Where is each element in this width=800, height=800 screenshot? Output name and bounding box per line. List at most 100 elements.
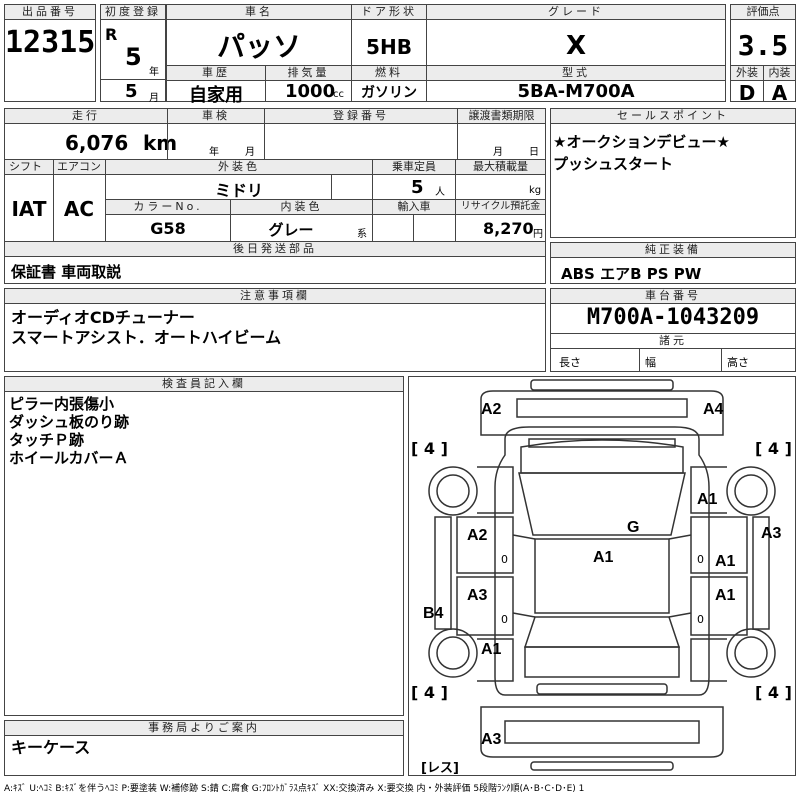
later-items: 保証書 車両取説: [11, 263, 122, 281]
mark-left-rear-door: A3: [467, 587, 488, 604]
mark-right-side: A3: [761, 525, 782, 542]
caution-label: 注意事項欄: [5, 289, 545, 304]
inspection-year-unit: 年: [209, 147, 219, 158]
door-zero-1: 0: [501, 553, 508, 566]
shift-label: シフト: [5, 160, 53, 175]
fuel: ガソリン: [361, 85, 417, 101]
reg-number-label: 登録番号: [265, 109, 457, 124]
recycle: 8,270: [483, 219, 534, 238]
sales-points-label: セールスポイント: [551, 109, 795, 124]
year-unit: 年: [149, 67, 159, 78]
later-items-label: 後日発送部品: [5, 242, 545, 257]
history: 自家用: [189, 85, 243, 106]
exterior-label: 外装: [731, 66, 763, 81]
sales-point-1: ★オークションデビュー★: [553, 133, 730, 151]
car-diagram: [428, 379, 776, 771]
equipment-label: 純正装備: [551, 243, 795, 258]
car-info-box: 車名 パッソ ドア形状 5HB グレード X 車歴 自家用 排気量 1000 c…: [166, 4, 726, 106]
office-note: キーケース: [11, 738, 91, 757]
office-box: 事務局よりご案内 キーケース: [4, 720, 404, 776]
transfer-day-unit: 日: [529, 147, 539, 158]
cc-unit: cc: [333, 89, 344, 100]
inspection-label: 車検: [168, 109, 264, 124]
import-label: 輸入車: [373, 200, 455, 215]
caution-line-1: オーディオCDチューナー: [11, 308, 195, 327]
mark-right-rear-door: A1: [715, 587, 736, 604]
km-unit: km: [143, 131, 178, 155]
color-no-label: カラーNo.: [106, 200, 230, 215]
transfer-month-unit: 月: [493, 147, 503, 158]
door: 5HB: [366, 35, 412, 59]
mark-right-front-door: A1: [715, 553, 736, 570]
legend: A:ｷｽﾞ U:ﾍｺﾐ B:ｷｽﾞを伴うﾍｺﾐ P:要塗装 W:補修跡 S:錆 …: [4, 784, 585, 794]
tire-rear-right: [ 4 ]: [755, 683, 792, 702]
lot-number: 12315: [5, 25, 96, 60]
fuel-label: 燃料: [352, 66, 426, 81]
lot-number-box: 出品番号 12315: [4, 4, 96, 102]
chassis-label: 車台番号: [551, 289, 795, 304]
inspector-label: 検査員記入欄: [5, 377, 403, 392]
mark-rear-bumper: A3: [481, 731, 502, 748]
capacity-unit: 人: [435, 187, 445, 198]
displacement-label: 排気量: [266, 66, 351, 81]
sales-point-2: プッシュスタート: [553, 155, 674, 173]
reg-month: 5: [125, 81, 138, 102]
model: 5BA-M700A: [517, 81, 635, 102]
door-zero-3: 0: [697, 553, 704, 566]
door-zero-2: 0: [501, 613, 508, 626]
door-label: ドア形状: [352, 5, 426, 20]
recycle-unit: 円: [533, 229, 543, 240]
interior-score: A: [771, 81, 788, 105]
mark-left-side: B4: [423, 605, 444, 622]
caution-line-2: スマートアシスト．オートハイビーム: [11, 328, 282, 347]
length-label: 長さ: [559, 356, 581, 369]
car-name-label: 車名: [167, 5, 351, 20]
width-label: 幅: [645, 356, 656, 369]
mark-front-right: A4: [703, 401, 724, 418]
chassis-box: 車台番号 M700A-1043209 諸元 長さ 幅 高さ: [550, 288, 796, 372]
caution-box: 注意事項欄 オーディオCDチューナー スマートアシスト．オートハイビーム: [4, 288, 546, 372]
spare-tire: [レス]: [421, 761, 459, 776]
score-box: 評価点 3.5 外装 内装 D A: [730, 4, 796, 105]
int-color-label: 内装色: [231, 200, 372, 215]
score-label: 評価点: [731, 5, 795, 20]
specs-label: 諸元: [551, 334, 795, 349]
vehicle-details-box: 走行 6,076 km 車検 年 月 登録番号 譲渡書類期限 月 日 シフト エ…: [4, 108, 546, 284]
tire-front-right: [ 4 ]: [755, 439, 792, 458]
inspection-month-unit: 月: [245, 147, 255, 158]
car-diagram-box: A2 A4 A1 G A3 A2 A1 A1 A3 A1 B4 A1 A3 0 …: [408, 376, 796, 776]
reg-year: 5: [125, 43, 142, 71]
office-label: 事務局よりご案内: [5, 721, 403, 736]
displacement: 1000: [285, 81, 336, 102]
tire-front-left: [ 4 ]: [411, 439, 448, 458]
mileage-label: 走行: [5, 109, 167, 124]
model-label: 型式: [427, 66, 725, 81]
lot-number-label: 出品番号: [5, 5, 95, 20]
month-unit: 月: [149, 93, 159, 104]
interior-label: 内装: [764, 66, 795, 81]
color-no: G58: [150, 219, 186, 238]
capacity: 5: [411, 177, 424, 198]
era: R: [105, 25, 118, 44]
tire-rear-left: [ 4 ]: [411, 683, 448, 702]
exterior-score: D: [738, 81, 756, 105]
ac-label: エアコン: [53, 160, 105, 175]
grade-label: グレード: [427, 5, 725, 20]
max-load-unit: kg: [529, 185, 542, 196]
mark-front-left: A2: [481, 401, 502, 418]
equipment-box: 純正装備 ABS エアB PS PW: [550, 242, 796, 284]
first-reg-box: 初度登録 R 5 年 5 月: [100, 4, 166, 104]
recycle-label: リサイクル預託金: [456, 200, 545, 215]
car-name: パッソ: [216, 30, 301, 63]
mark-rear-left-fender: A1: [481, 641, 502, 658]
ext-color-label: 外装色: [106, 160, 372, 175]
mileage: 6,076: [65, 131, 129, 155]
ac: AC: [63, 197, 95, 221]
int-color-unit: 系: [357, 229, 367, 240]
history-label: 車歴: [167, 66, 265, 81]
inspector-box: 検査員記入欄 ピラー内張傷小 ダッシュ板のり跡 タッチＰ跡 ホイールカバーＡ: [4, 376, 404, 716]
sales-points-box: セールスポイント ★オークションデビュー★ プッシュスタート: [550, 108, 796, 238]
mark-fender-right: A1: [697, 491, 718, 508]
first-reg-label: 初度登録: [101, 5, 165, 20]
max-load-label: 最大積載量: [456, 160, 545, 175]
